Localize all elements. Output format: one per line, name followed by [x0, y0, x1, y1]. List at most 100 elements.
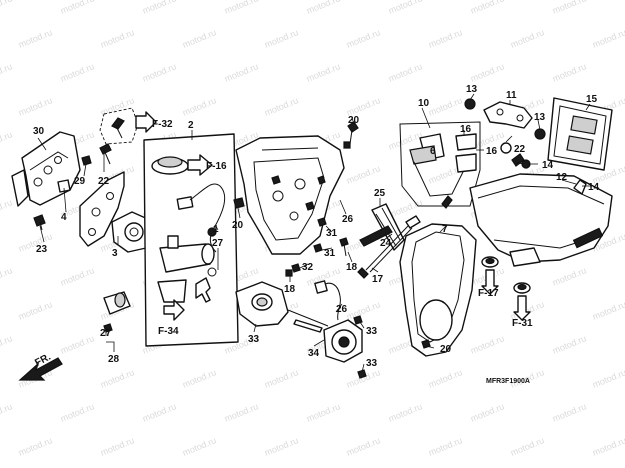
watermark-text: motod.ru	[99, 27, 136, 50]
watermark-text: motod.ru	[427, 95, 464, 118]
meter-housing-26	[235, 135, 345, 255]
callout-27a: 27	[212, 238, 224, 249]
watermark-text: motod.ru	[141, 61, 178, 84]
watermark-text: motod.ru	[551, 265, 588, 288]
ref-f17: F-17	[478, 288, 499, 299]
watermark-text: motod.ru	[99, 95, 136, 118]
watermark-text: motod.ru	[469, 0, 506, 16]
watermark-text: motod.ru	[99, 435, 136, 458]
callout-29: 29	[74, 176, 86, 187]
sensor-25-34	[314, 280, 367, 379]
callout-23: 24	[380, 238, 392, 249]
nuts-13-21-14	[464, 98, 546, 169]
callout-18a: 18	[284, 284, 296, 295]
watermark-text: motod.ru	[223, 0, 260, 16]
bracket-assembly-11	[399, 121, 481, 209]
ref-f34: F-34	[158, 326, 179, 337]
leader-lines	[37, 93, 592, 373]
watermark-text: motod.ru	[305, 0, 342, 16]
callout-5: 4	[61, 212, 67, 223]
watermark-text: motod.ru	[305, 401, 342, 424]
callout-22b: 23	[36, 244, 48, 255]
watermark-text: motod.ru	[181, 367, 218, 390]
watermark-text: motod.ru	[427, 435, 464, 458]
label-plate-15	[547, 97, 613, 171]
callout-28: 28	[108, 354, 120, 365]
ref-f31: F-31	[512, 318, 533, 329]
callout-15: 15	[586, 94, 598, 105]
callout-3: 1	[213, 224, 219, 235]
callout-31b: 31	[324, 248, 336, 259]
watermark-text: motod.ru	[469, 61, 506, 84]
watermark-text: motod.ru	[181, 435, 218, 458]
clip-10	[483, 101, 533, 129]
fuel-gauge-unit-30	[235, 281, 329, 333]
watermark-text: motod.ru	[0, 61, 14, 84]
watermark-text: motod.ru	[591, 27, 625, 50]
lock-cylinder-28	[103, 291, 131, 333]
callout-7: 7	[442, 224, 448, 235]
callout-31a: 31	[326, 228, 338, 239]
watermark-text: motod.ru	[141, 0, 178, 16]
callout-13a: 13	[466, 84, 478, 95]
callout-21: 22	[514, 144, 526, 155]
callout-20a: 20	[348, 115, 360, 126]
watermark-text: motod.ru	[59, 265, 96, 288]
watermark-text: motod.ru	[181, 95, 218, 118]
section-references: F-32 F-16 F-34 F-17 F-31	[152, 119, 533, 337]
callout-27b: 27	[100, 328, 112, 339]
callout-33b: 33	[366, 358, 378, 369]
watermark-text: motod.ru	[223, 61, 260, 84]
watermark-text: motod.ru	[387, 401, 424, 424]
watermark-text: motod.ru	[263, 95, 300, 118]
watermark-text: motod.ru	[99, 367, 136, 390]
fastener-group-f32	[99, 107, 157, 145]
watermark-text: motod.ru	[17, 27, 54, 50]
watermark-text: motod.ru	[59, 0, 96, 16]
watermark-text: motod.ru	[0, 129, 14, 152]
tool-17-23	[357, 215, 421, 279]
watermark-text: motod.ru	[387, 0, 424, 16]
callout-17: 17	[372, 274, 384, 285]
bolts-20-31-32-18	[233, 121, 359, 277]
watermark-text: motod.ru	[551, 61, 588, 84]
callout-20c: 20	[440, 344, 452, 355]
callout-6: 6	[430, 146, 436, 157]
watermark-text: motod.ru	[591, 367, 625, 390]
callout-25: 26	[336, 304, 348, 315]
watermark-text: motod.ru	[0, 401, 14, 424]
callout-20b: 20	[232, 220, 244, 231]
watermark-text: motod.ru	[387, 61, 424, 84]
watermark-text: motod.ru	[181, 27, 218, 50]
callout-33a: 33	[366, 326, 378, 337]
ref-f16: F-16	[206, 161, 227, 172]
watermark-text: motod.ru	[59, 401, 96, 424]
callout-14a: 14	[542, 160, 554, 171]
callout-16b: 16	[486, 146, 498, 157]
callout-26: 26	[342, 214, 354, 225]
watermark-text: motod.ru	[263, 27, 300, 50]
watermark-text: motod.ru	[345, 27, 382, 50]
callout-30: 33	[248, 334, 260, 345]
bolts-22-29-5	[33, 143, 112, 231]
watermark-text: motod.ru	[551, 401, 588, 424]
side-cover-12	[469, 173, 613, 267]
watermark-text: motod.ru	[17, 299, 54, 322]
callout-32: 32	[302, 262, 314, 273]
callout-34: 34	[308, 348, 320, 359]
watermark-text: motod.ru	[17, 435, 54, 458]
watermark-text: motod.ru	[263, 435, 300, 458]
watermark-text: motod.ru	[59, 333, 96, 356]
watermark-text: motod.ru	[469, 401, 506, 424]
watermark-text: motod.ru	[551, 333, 588, 356]
callout-11: 10	[418, 98, 430, 109]
callout-4: 3	[112, 248, 118, 259]
key-lock-set-box-2	[143, 133, 239, 347]
watermark-text: motod.ru	[427, 367, 464, 390]
callout-14b: 14	[588, 182, 600, 193]
callout-24: 25	[374, 188, 386, 199]
watermark-text: motod.ru	[223, 401, 260, 424]
watermark-text: motod.ru	[305, 61, 342, 84]
callout-2: 2	[188, 120, 194, 131]
